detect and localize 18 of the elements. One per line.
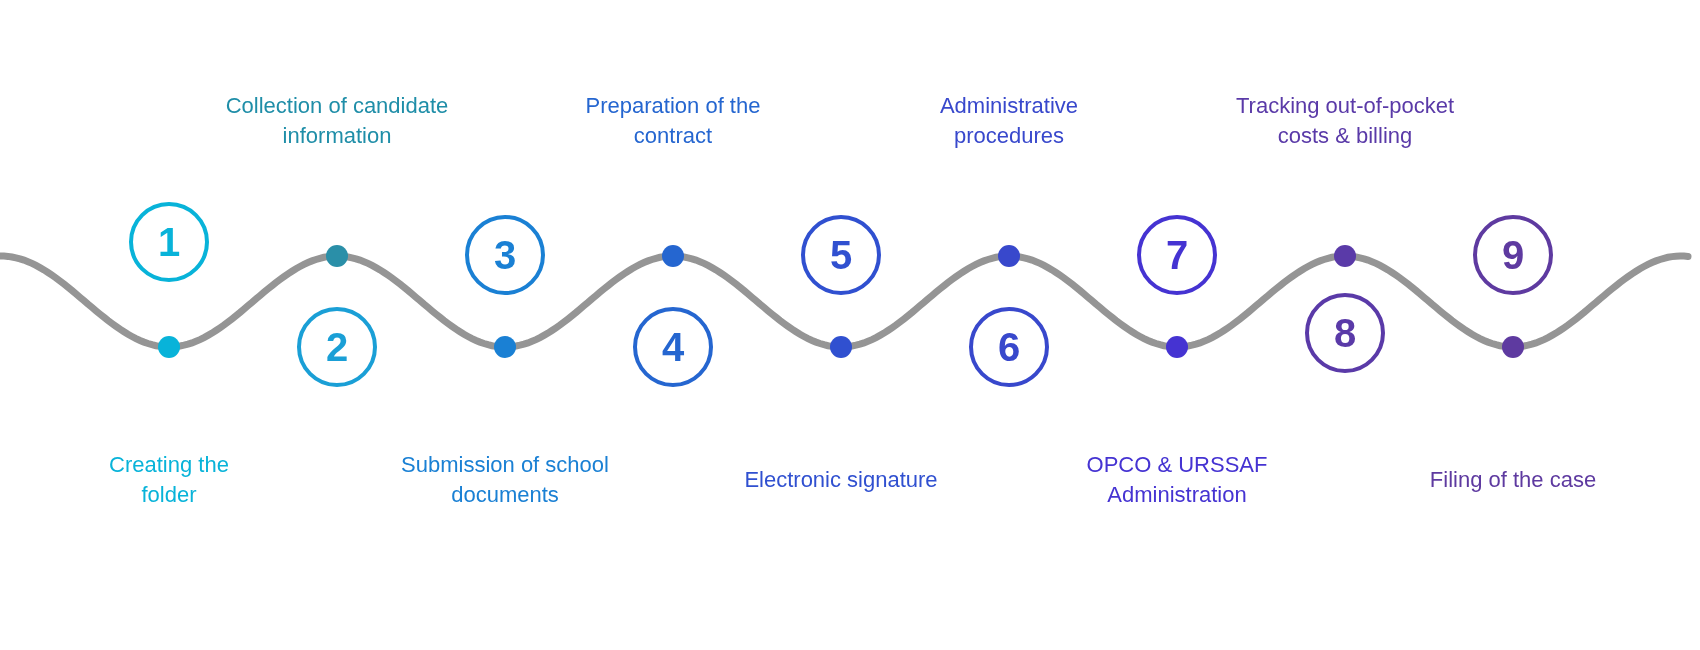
step-number: 1 [157,222,181,262]
step-number: 9 [1501,235,1525,275]
step-label: Submission of school documents [400,451,610,509]
step-label: OPCO & URSSAF Administration [1085,451,1269,509]
step-number: 8 [1333,313,1357,353]
step-number: 7 [1165,235,1189,275]
step-label: Collection of candidate information [224,92,450,150]
step-number: 5 [829,235,853,275]
step-number: 6 [997,327,1021,367]
step-number: 3 [493,235,517,275]
step-label: Administrative procedures [938,92,1080,150]
step-label: Tracking out-of-pocket costs & billing [1234,92,1456,150]
step-label: Preparation of the contract [584,92,762,150]
step-label: Electronic signature [743,466,939,494]
step-label: Filing of the case [1428,466,1598,494]
step-label: Creating the folder [108,451,230,509]
step-number: 4 [661,327,685,367]
step-number: 2 [325,327,349,367]
